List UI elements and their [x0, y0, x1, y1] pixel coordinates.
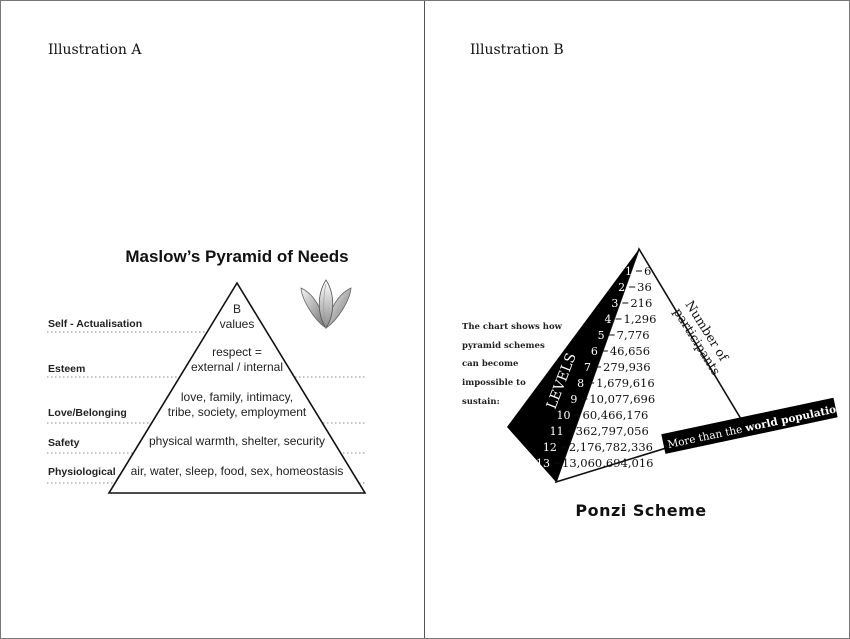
side-text-line: sustain: [462, 397, 500, 407]
level-content-self-actualisation-line1: B [233, 302, 241, 316]
page-illustration-a: Illustration A Maslow’s Pyramid of Needs… [47, 0, 425, 639]
banner-background [661, 397, 838, 454]
participant-count: 1,679,616 [596, 376, 655, 390]
level-label-self-actualisation: Self - Actualisation [48, 318, 142, 330]
side-text-line: The chart shows how [462, 322, 563, 332]
level-number: 2 [618, 281, 625, 294]
illustration-b-title: Illustration B [470, 42, 564, 58]
page-illustration-b: Illustration B The chart shows how pyram… [425, 0, 850, 639]
level-label-safety: Safety [48, 437, 80, 449]
maslow-title: Maslow’s Pyramid of Needs [125, 247, 348, 266]
participant-count: 279,936 [603, 360, 651, 374]
level-number: 1 [625, 265, 632, 278]
maslow-diagram: Maslow’s Pyramid of Needs Self - Actuali… [47, 247, 367, 494]
level-content-esteem-line1: respect = [212, 345, 262, 359]
participant-count: 46,656 [610, 344, 650, 358]
participant-count: 60,466,176 [583, 408, 649, 422]
lotus-icon [300, 279, 352, 329]
level-number: 13 [536, 457, 550, 470]
participant-count: 362,797,056 [576, 424, 649, 438]
participant-count: 2,176,782,336 [569, 440, 653, 454]
maslow-pyramid [107, 281, 367, 494]
level-content-esteem-line2: external / internal [191, 360, 283, 374]
level-number: 3 [611, 297, 618, 310]
side-text-line: impossible to [462, 378, 526, 388]
illustration-a-title: Illustration A [48, 42, 142, 58]
participant-count: 216 [630, 296, 652, 310]
level-number: 6 [591, 345, 598, 358]
level-number: 12 [543, 441, 557, 454]
participant-count: 36 [637, 280, 652, 294]
level-content-physiological: air, water, sleep, food, sex, homeostasi… [131, 464, 344, 478]
pyramid-levels-face [507, 249, 639, 482]
world-population-banner: More than the world population [661, 397, 845, 454]
level-number: 5 [598, 329, 605, 342]
level-number: 9 [570, 393, 577, 406]
participant-count: 7,776 [617, 328, 650, 342]
participant-count: 1,296 [624, 312, 657, 326]
participant-count: 13,060,694,016 [562, 456, 653, 470]
ponzi-diagram: The chart shows how pyramid schemes can … [462, 247, 845, 520]
level-label-physiological: Physiological [48, 466, 116, 478]
level-number: 8 [577, 377, 584, 390]
level-number: 11 [550, 425, 564, 438]
participant-count: 10,077,696 [589, 392, 655, 406]
level-number: 10 [557, 409, 571, 422]
ponzi-caption: Ponzi Scheme [575, 501, 706, 520]
participant-count: 6 [644, 264, 651, 278]
side-text-line: can become [462, 359, 519, 369]
level-content-safety: physical warmth, shelter, security [149, 434, 325, 448]
level-number: 4 [605, 313, 612, 326]
level-content-love-line2: tribe, society, employment [168, 405, 307, 419]
level-label-love-belonging: Love/Belonging [48, 407, 127, 419]
side-text-line: pyramid schemes [462, 341, 545, 351]
level-number: 7 [584, 361, 591, 374]
level-content-love-line1: love, family, intimacy, [181, 390, 293, 404]
level-label-esteem: Esteem [48, 363, 85, 375]
level-content-self-actualisation-line2: values [220, 317, 255, 331]
